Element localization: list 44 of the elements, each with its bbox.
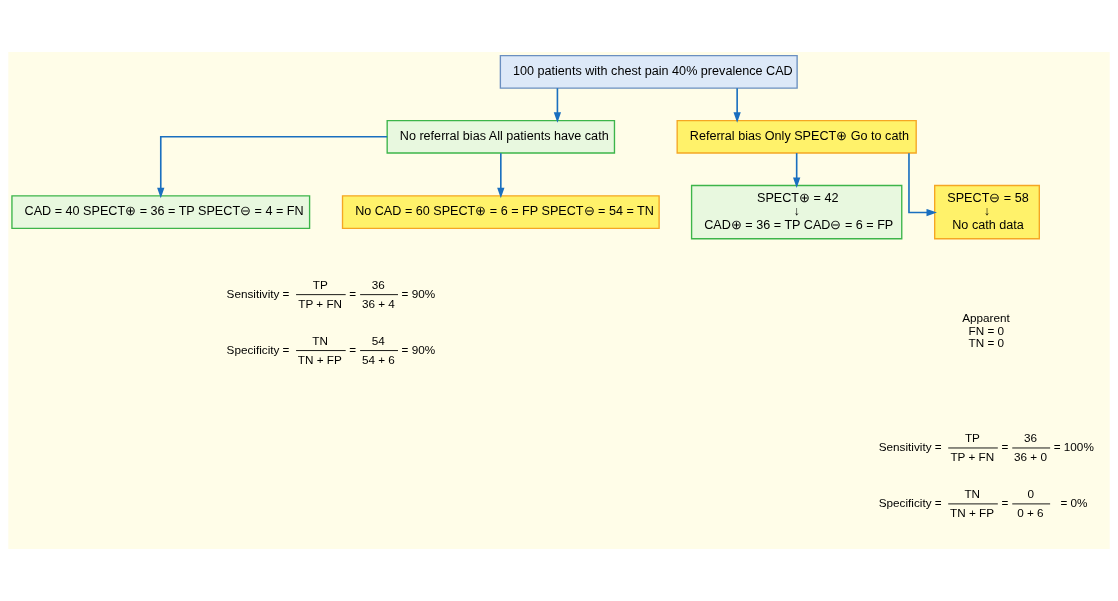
label: FN = 0 xyxy=(968,323,1005,337)
label: 0 xyxy=(1027,486,1035,500)
label: 54 xyxy=(371,333,385,347)
arrow xyxy=(733,87,741,123)
label: = xyxy=(1001,440,1009,454)
label: TN + FP xyxy=(950,505,994,519)
label: = 90% xyxy=(401,286,436,300)
node-box: SPECT⊖ = 58 ↓ No cath data xyxy=(934,184,1040,240)
label: Sensitivity = xyxy=(226,286,290,300)
label: 0 + 6 xyxy=(1017,505,1044,519)
label: TN xyxy=(964,486,981,500)
label: TN = 0 xyxy=(968,336,1005,350)
label: TP + FN xyxy=(298,296,343,310)
node-box: 100 patients with chest pain 40% prevalence CAD xyxy=(499,54,798,89)
label: Sensitivity = xyxy=(878,440,942,454)
label: Apparent xyxy=(962,311,1010,325)
arrow xyxy=(497,152,505,199)
node-box: No CAD = 60 SPECT⊕ = 6 = FP SPECT⊖ = 54 = TN xyxy=(341,195,660,229)
arrow xyxy=(793,152,801,188)
label: TP + FN xyxy=(950,449,995,463)
label: 36 xyxy=(371,277,385,291)
label: TN xyxy=(312,333,328,347)
label: = 90% xyxy=(401,342,436,356)
node-box: SPECT⊕ = 42 ↓ CAD⊕ = 36 = TP CAD⊖ = 6 = FP xyxy=(690,184,903,240)
label: = 0% xyxy=(1060,495,1088,509)
arrow xyxy=(553,87,562,123)
label: = 100% xyxy=(1053,440,1094,454)
label: = xyxy=(349,286,357,300)
label: = xyxy=(349,342,357,356)
label: TP xyxy=(312,277,328,291)
node-box: Referral bias Only SPECT⊕ Go to cath xyxy=(676,119,917,154)
label: TP xyxy=(964,431,980,445)
label: 54 + 6 xyxy=(361,352,395,366)
label: 36 + 0 xyxy=(1014,449,1047,463)
label: 36 xyxy=(1023,431,1038,445)
label: 36 + 4 xyxy=(361,296,395,310)
label: Specificity = xyxy=(878,495,942,509)
node-box: No referral bias All patients have cath xyxy=(386,119,616,154)
label: TN + FP xyxy=(297,352,342,366)
label: Specificity = xyxy=(226,342,290,356)
node-box: CAD = 40 SPECT⊕ = 36 = TP SPECT⊖ = 4 = FN xyxy=(11,195,311,229)
arrow xyxy=(908,152,937,217)
arrow xyxy=(157,136,388,199)
label: = xyxy=(1001,495,1009,509)
